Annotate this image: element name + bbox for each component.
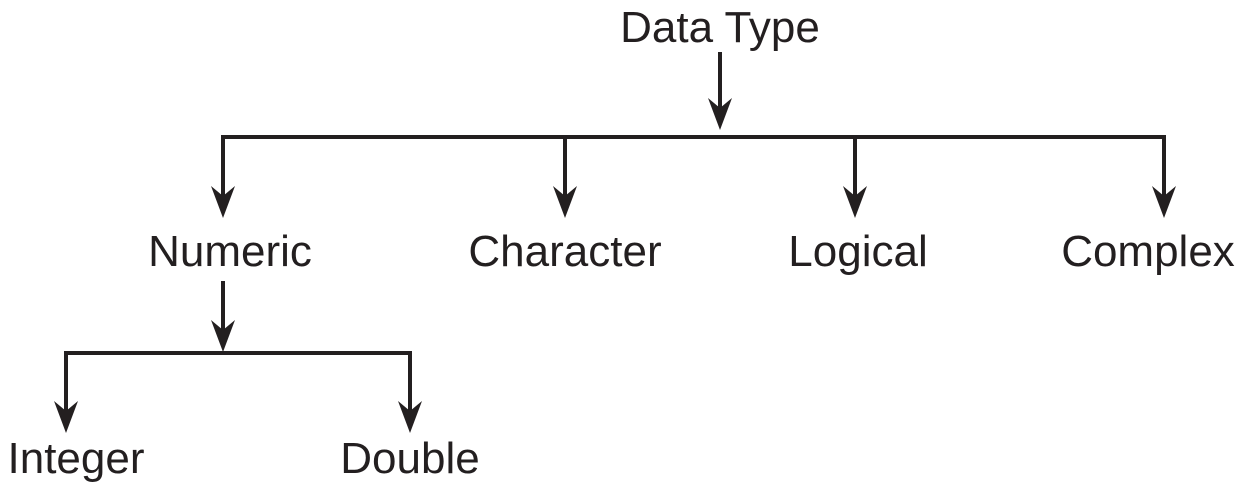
node-character: Character bbox=[468, 227, 661, 276]
edge-to-complex bbox=[1152, 137, 1176, 218]
edge-to-integer bbox=[54, 353, 78, 433]
edge-to-character bbox=[553, 137, 577, 218]
arrowhead-icon bbox=[1152, 186, 1176, 218]
node-complex: Complex bbox=[1061, 227, 1235, 276]
arrowhead-icon bbox=[553, 186, 577, 218]
arrowhead-icon bbox=[843, 186, 867, 218]
arrowhead-icon bbox=[211, 320, 235, 352]
edge-numeric-to-bus bbox=[211, 281, 235, 352]
arrowhead-icon bbox=[211, 186, 235, 218]
edge-to-double bbox=[398, 353, 422, 433]
node-logical: Logical bbox=[788, 227, 927, 276]
arrowhead-icon bbox=[398, 401, 422, 433]
arrowhead-icon bbox=[54, 401, 78, 433]
edge-to-logical bbox=[843, 137, 867, 218]
edge-root-to-bus bbox=[708, 52, 732, 130]
edge-to-numeric bbox=[211, 137, 235, 218]
node-integer: Integer bbox=[8, 434, 145, 483]
arrowhead-icon bbox=[708, 98, 732, 130]
node-numeric: Numeric bbox=[148, 227, 312, 276]
node-data-type: Data Type bbox=[620, 3, 820, 52]
node-double: Double bbox=[340, 434, 479, 483]
